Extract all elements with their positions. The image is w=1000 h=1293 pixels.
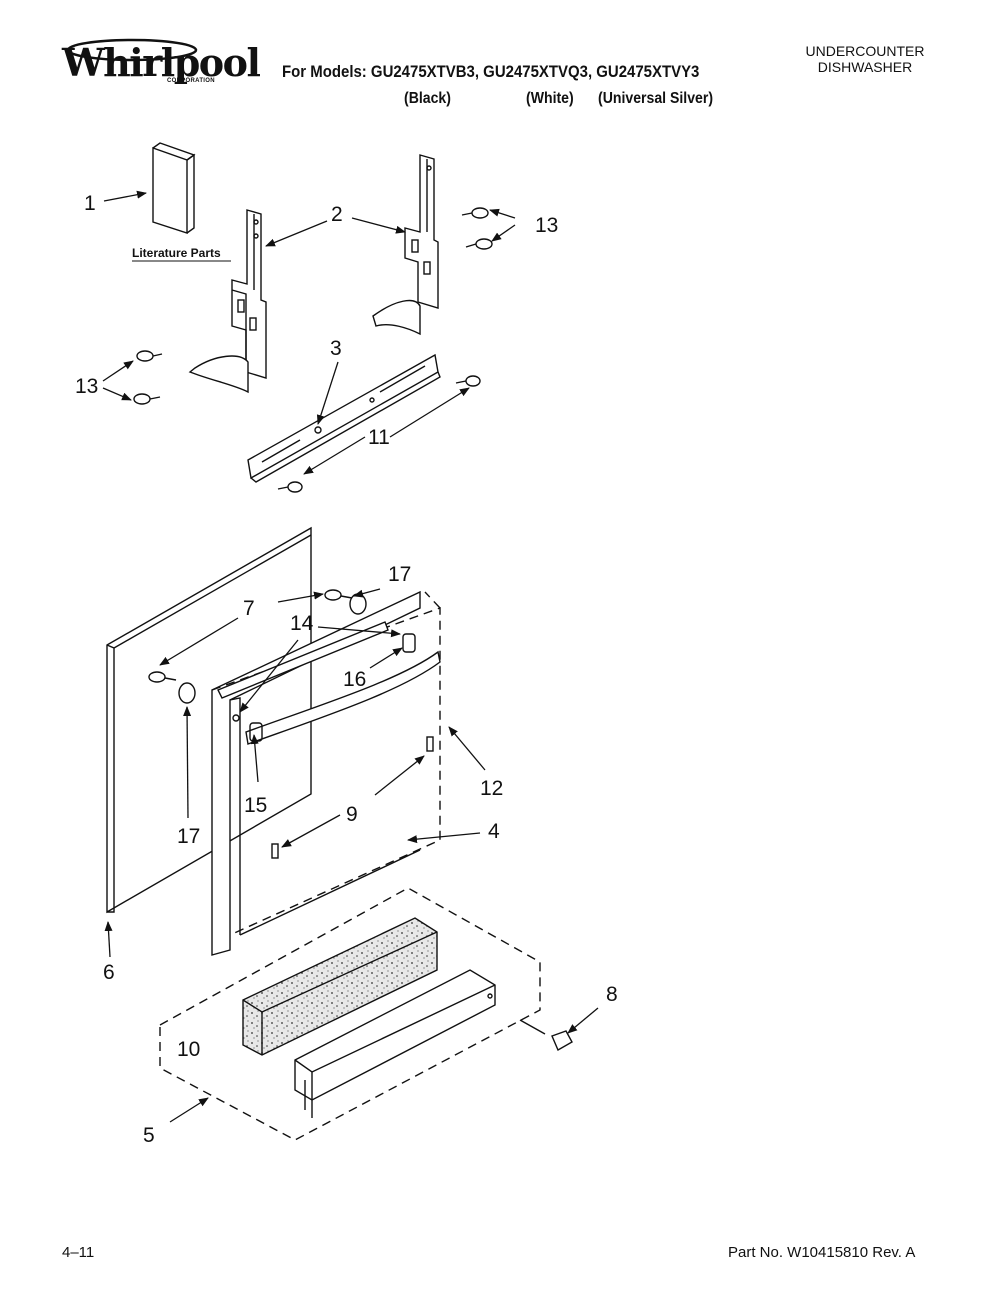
- screw-13-top-1: [461, 207, 489, 219]
- door-panel: [106, 526, 312, 914]
- screw-13-left-1: [136, 350, 163, 362]
- logo-subtext: CORPORATION: [167, 78, 215, 84]
- screw-14: [232, 714, 240, 722]
- callout-17-left: 17: [177, 825, 200, 848]
- toe-kick-panel: [294, 969, 496, 1118]
- callout-16: 16: [343, 668, 366, 691]
- control-strip: [217, 621, 389, 699]
- callout-13-left: 13: [75, 375, 98, 398]
- color-black: (Black): [404, 90, 451, 107]
- callout-2: 2: [331, 203, 343, 226]
- callout-6: 6: [103, 961, 115, 984]
- product-type-line-2: DISHWASHER: [817, 59, 913, 75]
- callout-12: 12: [480, 777, 503, 800]
- mounting-rail: [247, 353, 441, 483]
- product-type: UNDERCOUNTER DISHWASHER: [800, 43, 930, 75]
- callout-7: 7: [243, 597, 255, 620]
- part-number: Part No. W10415810 Rev. A: [728, 1244, 916, 1261]
- callout-8: 8: [606, 983, 618, 1006]
- callout-10: 10: [177, 1038, 200, 1061]
- product-type-line-1: UNDERCOUNTER: [805, 43, 925, 59]
- callout-14: 14: [290, 612, 314, 635]
- washer-17-left: [178, 682, 196, 704]
- logo-swoosh-icon: [66, 38, 198, 62]
- insulation-pad: [242, 917, 438, 1056]
- callout-1: 1: [84, 192, 96, 215]
- logo-wordmark: Whirlpool: [62, 40, 261, 85]
- screw-13-top-2: [465, 238, 493, 250]
- callout-13-right: 13: [535, 214, 558, 237]
- models-line: For Models: GU2475XTVB3, GU2475XTVQ3, GU…: [282, 62, 700, 81]
- clip-9-left: [271, 843, 279, 859]
- clip-9-right: [426, 736, 434, 752]
- callout-17-right: 17: [388, 563, 411, 586]
- callout-11: 11: [368, 426, 390, 449]
- callout-3: 3: [330, 337, 342, 360]
- washer-17-right: [349, 593, 367, 615]
- screw-13-left-2: [133, 393, 161, 405]
- literature-booklet: [152, 142, 196, 234]
- screw-11-left: [277, 481, 303, 493]
- callout-5: 5: [143, 1124, 155, 1147]
- right-mounting-bracket: [372, 154, 439, 336]
- toe-kick-outline: [159, 887, 541, 1141]
- screw-7-left: [148, 671, 177, 683]
- screw-7-right: [324, 589, 353, 601]
- screw-11-right: [455, 375, 481, 387]
- literature-parts-label: Literature Parts: [132, 246, 221, 260]
- page-number: 4–11: [62, 1244, 95, 1261]
- color-white: (White): [526, 90, 574, 107]
- left-mounting-bracket: [188, 209, 267, 394]
- whirlpool-logo: Whirlpool CORPORATION: [62, 36, 261, 90]
- color-universal-silver: (Universal Silver): [598, 90, 714, 107]
- callout-9: 9: [346, 803, 358, 826]
- callout-15: 15: [244, 794, 267, 817]
- screw-8: [519, 1019, 573, 1051]
- callout-4: 4: [488, 820, 500, 843]
